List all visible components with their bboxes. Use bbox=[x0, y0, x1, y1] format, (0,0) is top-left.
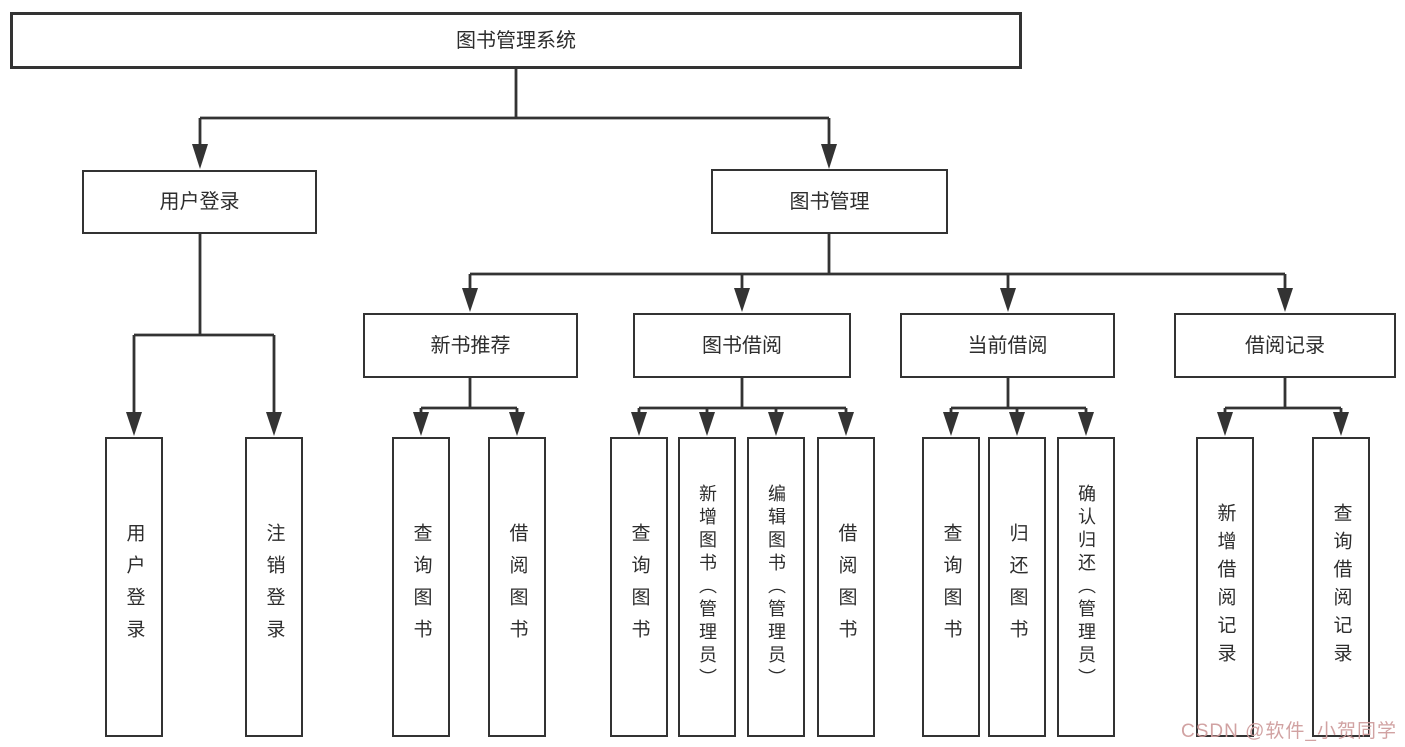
node-book-management: 图书管理 bbox=[711, 169, 948, 234]
node-user-login: 用户登录 bbox=[82, 170, 317, 234]
node-library-management-system: 图书管理系统 bbox=[10, 12, 1022, 69]
leaf-add-books-admin: 新增图书（管理员） bbox=[678, 437, 736, 737]
leaf-add-borrow-record: 新增借阅记录 bbox=[1196, 437, 1254, 737]
node-book-borrowing: 图书借阅 bbox=[633, 313, 851, 378]
leaf-query-borrow-record: 查询借阅记录 bbox=[1312, 437, 1370, 737]
arrowheads bbox=[126, 144, 1349, 436]
node-new-book-recommendation: 新书推荐 bbox=[363, 313, 578, 378]
leaf-query-books-recommend: 查询图书 bbox=[392, 437, 450, 737]
leaf-query-books-borrow: 查询图书 bbox=[610, 437, 668, 737]
leaf-borrow-books: 借阅图书 bbox=[817, 437, 875, 737]
leaf-confirm-return-admin: 确认归还（管理员） bbox=[1057, 437, 1115, 737]
leaf-query-books-current: 查询图书 bbox=[922, 437, 980, 737]
leaf-logout: 注销登录 bbox=[245, 437, 303, 737]
leaf-return-books: 归还图书 bbox=[988, 437, 1046, 737]
node-current-borrowing: 当前借阅 bbox=[900, 313, 1115, 378]
leaf-borrow-books-recommend: 借阅图书 bbox=[488, 437, 546, 737]
node-borrowing-records: 借阅记录 bbox=[1174, 313, 1396, 378]
csdn-watermark: CSDN @软件_小贺同学 bbox=[1181, 721, 1397, 742]
leaf-user-login: 用户登录 bbox=[105, 437, 163, 737]
leaf-edit-books-admin: 编辑图书（管理员） bbox=[747, 437, 805, 737]
